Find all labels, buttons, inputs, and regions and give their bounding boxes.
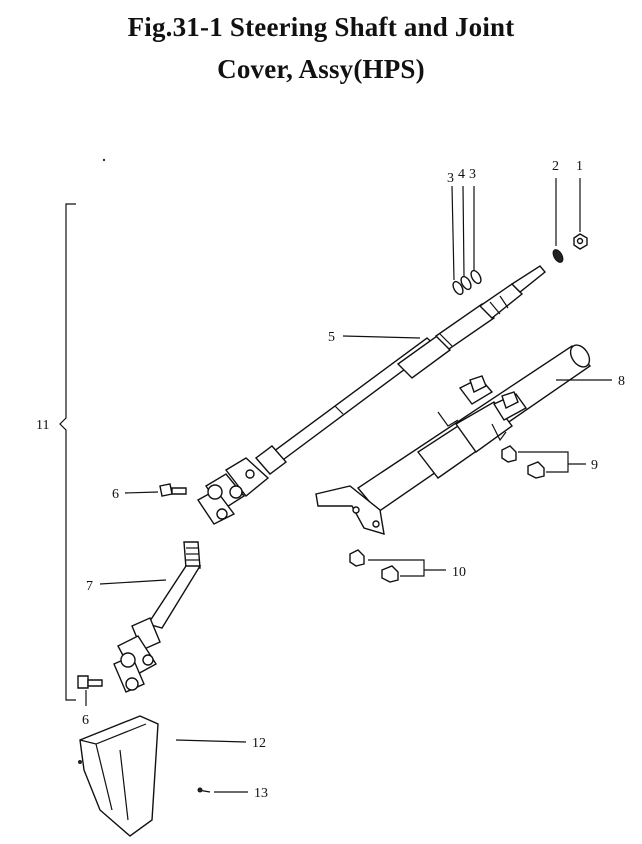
hardware-parts	[77, 233, 588, 793]
figure-title-line-2: Cover, Assy(HPS)	[217, 54, 425, 84]
callout-3-left: 3	[447, 171, 454, 186]
callout-10: 10	[452, 565, 466, 580]
upper-universal-joint	[196, 457, 270, 525]
callout-6-upper: 6	[112, 487, 119, 502]
callout-13: 13	[254, 786, 268, 801]
figure-title-line-1: Fig.31-1 Steering Shaft and Joint	[127, 12, 515, 42]
callout-8: 8	[618, 374, 625, 389]
leader-lines	[59, 178, 612, 793]
callout-5: 5	[328, 330, 335, 345]
part-12-joint-cover	[78, 715, 159, 837]
callout-3-right: 3	[469, 167, 476, 182]
callout-7: 7	[86, 579, 93, 594]
callout-2: 2	[552, 159, 559, 174]
speck	[102, 158, 106, 162]
callout-11: 11	[36, 418, 49, 433]
callout-9: 9	[591, 458, 598, 473]
part-5-steering-shaft	[254, 265, 546, 475]
part-7-lower-shaft	[113, 541, 202, 693]
callout-4: 4	[458, 167, 465, 182]
callout-numbers: 1 2 3 4 3 5 6 6 7 8 9 10 11 12 13	[36, 159, 625, 801]
callout-12: 12	[252, 736, 266, 751]
part-8-column-cover	[315, 344, 592, 535]
callout-1: 1	[576, 159, 583, 174]
callout-6-lower: 6	[82, 713, 89, 728]
